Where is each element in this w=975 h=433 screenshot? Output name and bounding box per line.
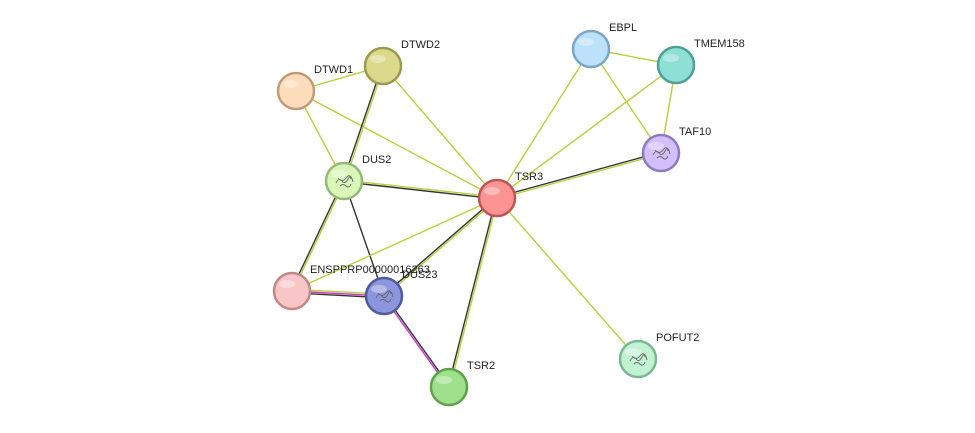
node-label: TSR2 [467, 360, 495, 372]
node-dtwd2[interactable]: DTWD2 [363, 39, 440, 86]
edge-evidence-line [295, 90, 498, 199]
node-highlight [625, 348, 641, 356]
edge-evidence-line [496, 151, 661, 198]
node-circle[interactable] [276, 71, 316, 111]
node-highlight [484, 187, 500, 195]
edge-dtwd1-tsr3 [295, 90, 498, 199]
node-label: DTWD2 [401, 39, 440, 51]
node-highlight [663, 54, 679, 62]
node-highlight [331, 170, 347, 178]
node-dus23[interactable]: DUS23 [364, 269, 437, 316]
edges-layer [290, 48, 677, 388]
edge-dus2-tsr3 [343, 179, 498, 200]
node-highlight [436, 376, 452, 384]
node-circle[interactable] [477, 178, 517, 218]
edge-evidence-line [291, 197, 498, 292]
edge-evidence-line [497, 153, 662, 200]
edge-evidence-line [343, 181, 497, 200]
node-label: TAF10 [679, 126, 711, 138]
edge-evidence-line [590, 48, 662, 154]
node-tsr3[interactable]: TSR3 [477, 171, 543, 218]
edge-dus2-dus23 [343, 180, 385, 297]
edge-taf10-tsr3 [496, 151, 662, 200]
edge-evidence-line [342, 65, 383, 181]
node-label: TSR3 [515, 171, 543, 183]
node-pofut2[interactable]: POFUT2 [618, 332, 699, 379]
node-dtwd1[interactable]: DTWD1 [276, 64, 353, 111]
edge-tmem158-tsr3 [496, 64, 677, 199]
node-circle[interactable] [272, 271, 312, 311]
node-circle[interactable] [363, 46, 403, 86]
edge-ebpl-tsr3 [496, 48, 592, 199]
node-highlight [371, 285, 387, 293]
edge-tsr3-dus23 [382, 196, 499, 298]
node-label: DUS2 [362, 154, 391, 166]
edge-evidence-line [449, 198, 499, 388]
protein-structure-icon [335, 175, 354, 188]
edge-dtwd2-dus2 [342, 65, 385, 182]
node-taf10[interactable]: TAF10 [641, 126, 711, 173]
edge-evidence-line [344, 179, 498, 198]
node-circle[interactable] [364, 276, 404, 316]
protein-structure-icon [629, 353, 648, 366]
node-label: DUS23 [402, 269, 437, 281]
edge-evidence-line [344, 66, 385, 182]
protein-structure-icon [652, 147, 671, 160]
edge-tsr3-pofut2 [496, 197, 639, 360]
edge-evidence-line [292, 181, 346, 292]
node-circle[interactable] [656, 45, 696, 85]
node-circle[interactable] [429, 367, 469, 407]
node-circle[interactable] [641, 133, 681, 173]
edge-evidence-line [343, 180, 385, 297]
node-highlight [279, 280, 295, 288]
node-highlight [578, 38, 594, 46]
edge-evidence-line [447, 197, 497, 387]
node-label: TMEM158 [694, 38, 745, 50]
edge-tsr3-tsr2 [447, 197, 499, 388]
node-circle[interactable] [324, 161, 364, 201]
node-label: DTWD1 [314, 64, 353, 76]
node-label: ENSPPRP00000016263 [310, 264, 430, 276]
node-circle[interactable] [571, 29, 611, 69]
node-highlight [283, 80, 299, 88]
edge-evidence-line [496, 197, 639, 360]
edge-evidence-line [382, 65, 498, 199]
node-dus2[interactable]: DUS2 [324, 154, 391, 201]
node-tsr2[interactable]: TSR2 [429, 360, 495, 407]
edge-evidence-line [496, 48, 592, 199]
edge-evidence-line [384, 198, 499, 298]
edge-ebpl-taf10 [590, 48, 662, 154]
edge-evidence-line [382, 196, 497, 296]
node-tmem158[interactable]: TMEM158 [656, 38, 745, 85]
node-enspprp00000016263[interactable]: ENSPPRP00000016263 [272, 264, 430, 311]
protein-structure-icon [375, 290, 394, 303]
node-circle[interactable] [618, 339, 658, 379]
node-label: EBPL [609, 22, 637, 34]
node-ebpl[interactable]: EBPL [571, 22, 637, 69]
node-highlight [370, 55, 386, 63]
edge-dtwd2-tsr3 [382, 65, 498, 199]
edge-evidence-line [290, 180, 344, 291]
node-highlight [648, 142, 664, 150]
edge-evidence-line [496, 64, 677, 199]
edge-tsr3-enspprp00000016263 [291, 197, 498, 292]
node-label: POFUT2 [656, 332, 699, 344]
edge-dus2-enspprp00000016263 [290, 180, 346, 292]
